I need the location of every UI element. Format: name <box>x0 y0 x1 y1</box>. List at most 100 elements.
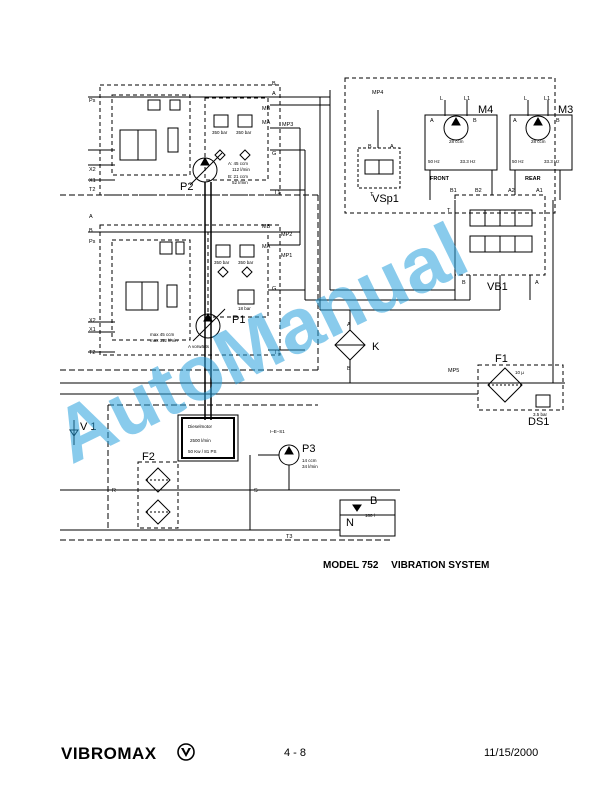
port-mp1: MP1 <box>281 253 292 259</box>
engine-box <box>181 417 235 459</box>
port-g-mid: G <box>272 286 276 292</box>
port-r: R <box>112 488 116 494</box>
spec-m4-hz-high: 33.3 Hz <box>460 159 476 164</box>
port-g-top: G <box>272 151 276 157</box>
port-s: S <box>254 488 258 494</box>
port-a-vsp: A <box>390 144 394 150</box>
spec-p3-lmin: 34 l/min <box>302 464 318 469</box>
port-mb-top: MB <box>262 106 271 112</box>
caption-model: MODEL 752 <box>323 560 379 571</box>
tank-n <box>339 499 396 537</box>
brand-logo-icon <box>177 743 195 761</box>
v1-check-valve <box>69 429 79 437</box>
f1-dashed-box <box>477 364 564 411</box>
port-mp3: MP3 <box>282 122 293 128</box>
f2-dashed-box <box>137 461 179 529</box>
spec-m3-ccm: 28 ccm <box>531 139 546 144</box>
port-ma-top: MA <box>262 120 271 126</box>
port-t2-top: T2 <box>89 187 95 193</box>
port-l1-m4: L1 <box>464 96 470 102</box>
port-x2-mid: X2 <box>89 318 96 324</box>
port-a-k: A <box>347 322 351 328</box>
port-x2-top: X2 <box>89 167 96 173</box>
port-b-vsp: B <box>368 144 372 150</box>
port-b2: B2 <box>475 188 482 194</box>
port-mp2: MP2 <box>281 232 292 238</box>
document-date: 11/15/2000 <box>484 747 539 759</box>
p1-control-box <box>111 239 191 341</box>
spec-relief3: 350 bar <box>214 260 230 265</box>
f2-filter-upper <box>145 467 171 493</box>
label-k: K <box>372 341 380 353</box>
spec-relief4: 350 bar <box>238 260 254 265</box>
port-b-left: B <box>89 228 93 234</box>
port-l1-m3: L1 <box>544 96 550 102</box>
port-l-m4: L <box>440 96 443 102</box>
spec-m4-ccm: 28 ccm <box>449 139 464 144</box>
port-ma-mid: MA <box>262 244 271 250</box>
spec-p3-ccm: 14 ccm <box>302 458 317 463</box>
f1-filter-symbol <box>487 367 523 403</box>
port-t3: T3 <box>286 534 292 540</box>
port-a-top: A <box>272 91 276 97</box>
spec-p1-max2: max 112 l/min <box>150 338 178 343</box>
port-a2: A2 <box>508 188 515 194</box>
spec-tank-vol: 180 l <box>365 513 375 518</box>
spec-p2-a2: 112 l/min <box>232 167 250 172</box>
ds1-pressure-switch <box>535 394 551 408</box>
port-mb-mid: MB <box>262 224 271 230</box>
label-rear: REAR <box>525 176 541 182</box>
spec-m3-hz-high: 33.3 Hz <box>544 159 560 164</box>
m3-motor-symbol <box>525 115 551 141</box>
diagram-caption: MODEL 752 VIBRATION SYSTEM <box>323 560 499 571</box>
port-b-m3: B <box>556 118 560 124</box>
label-vsp1: VSp1 <box>372 193 399 205</box>
port-t1-mid: T1 <box>274 350 280 356</box>
port-ps-top: Ps <box>89 98 96 104</box>
spec-p2-b: B: 21 ccm <box>228 174 248 179</box>
spec-p1-dir: A vorwärts <box>188 344 210 349</box>
spec-p2-a: A: 45 ccm <box>228 161 248 166</box>
m3-motor-box <box>509 114 573 171</box>
port-a-left: A <box>89 214 93 220</box>
port-mp5: MP5 <box>448 368 459 374</box>
label-n: N <box>346 517 354 529</box>
label-p2: P2 <box>180 181 193 193</box>
spec-filter-um: 10 µ <box>515 370 524 375</box>
port-t2-mid: T2 <box>89 350 95 356</box>
port-t-vsp: T <box>370 192 374 198</box>
spec-engine-rpm: 2500 l/min <box>190 438 211 443</box>
spec-ds-bar: 3.5 bar <box>533 412 548 417</box>
label-b-tank: B <box>370 495 377 507</box>
port-t-vb: T <box>447 208 451 214</box>
spec-m3-hz-low: 50 Hz <box>512 159 525 164</box>
spec-engine-title: Dieselmotor <box>188 424 213 429</box>
port-x1-top: X1 <box>89 178 96 184</box>
page-number: 4 - 8 <box>284 747 307 759</box>
port-l-m3: L <box>524 96 527 102</box>
spec-p1-max: max 45 ccm <box>150 332 175 337</box>
spec-m4-hz-low: 50 Hz <box>428 159 441 164</box>
m4-motor-symbol <box>443 115 469 141</box>
spec-relief1: 350 bar <box>212 130 228 135</box>
port-b-vb: B <box>462 280 466 286</box>
label-f1: F1 <box>495 353 508 365</box>
label-ds1: DS1 <box>528 416 549 428</box>
label-v1: V 1 <box>80 421 97 433</box>
spec-relief2: 350 bar <box>236 130 252 135</box>
port-b-k: B <box>347 366 351 372</box>
spec-engine-power: 50 Kw / 81 PS <box>188 449 217 454</box>
vsp1-valve <box>357 147 401 189</box>
vb1-valve-block <box>454 194 546 276</box>
brand-name: VIBROMAX <box>61 744 157 763</box>
p2-control-box <box>111 94 191 176</box>
port-mp4: MP4 <box>372 90 383 96</box>
port-x1-mid: X1 <box>89 327 96 333</box>
m4-motor-box <box>424 114 498 171</box>
label-p3: P3 <box>302 443 315 455</box>
vsp1-dashed-box <box>344 77 556 214</box>
port-b-top: B <box>272 81 276 87</box>
spec-valve-mark: I–E–S1 <box>270 429 285 434</box>
port-a1: A1 <box>536 188 543 194</box>
